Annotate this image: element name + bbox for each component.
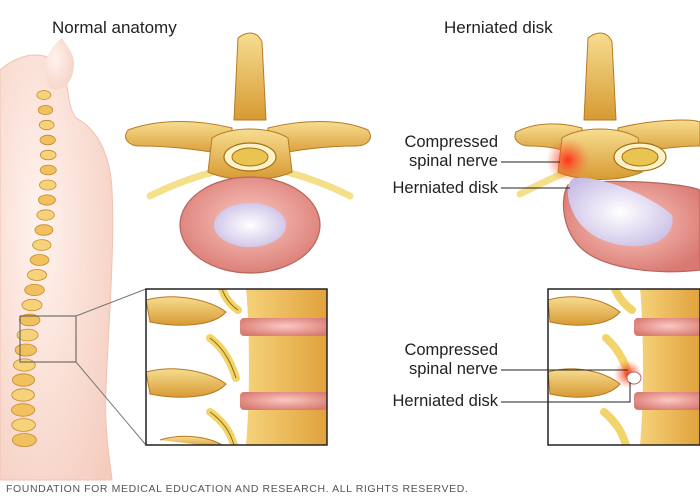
vertebra <box>11 388 35 402</box>
vertebra <box>26 269 48 281</box>
vertebra <box>38 194 56 206</box>
vertebra <box>39 179 57 191</box>
body-figure <box>0 38 147 481</box>
transverse-process-right <box>267 121 371 157</box>
vertebra <box>11 373 36 387</box>
spine-column <box>11 90 57 447</box>
title-herniated-disk: Herniated disk <box>444 18 553 37</box>
vertebra <box>39 149 57 161</box>
copyright-credit: FOUNDATION FOR MEDICAL EDUCATION AND RES… <box>6 483 469 495</box>
transverse-process-left <box>125 121 233 157</box>
normal-vertebra-top-view <box>125 32 371 274</box>
vertebra <box>38 119 55 131</box>
torso-silhouette <box>0 54 114 481</box>
vertebra <box>16 328 39 342</box>
disk-nucleus <box>214 203 286 247</box>
zoom-guide-bottom <box>75 361 147 446</box>
vertebra <box>32 239 52 251</box>
vertebra <box>36 209 55 221</box>
herniated-side-view-inset <box>547 288 700 446</box>
leader-lines <box>501 161 631 403</box>
spinal-cord-2 <box>621 147 659 167</box>
label-line-1: Compressed <box>404 133 498 151</box>
vertebra <box>29 254 50 266</box>
vertebra <box>14 343 37 357</box>
label-line-1: Compressed <box>404 341 498 359</box>
label-compressed-spinal-nerve-bottom: Compressed spinal nerve <box>370 341 498 379</box>
vertebra <box>37 105 54 116</box>
zoom-region-box <box>19 315 77 363</box>
herniated-vertebra-top-view <box>514 32 700 273</box>
spinous-process <box>233 32 267 121</box>
zoom-guide-top <box>75 288 147 317</box>
label-line-2: spinal nerve <box>409 152 498 170</box>
inset-frame-normal <box>145 288 328 446</box>
label-line-2: spinal nerve <box>409 360 498 378</box>
spinal-cord <box>231 147 269 167</box>
normal-side-view-inset <box>145 288 328 446</box>
vertebra <box>39 164 57 176</box>
vertebra <box>36 90 52 100</box>
label-compressed-spinal-nerve-top: Compressed spinal nerve <box>370 133 498 171</box>
leader-bottom-disk <box>501 382 631 403</box>
label-herniated-disk-top: Herniated disk <box>392 179 498 197</box>
vertebra <box>24 283 45 296</box>
title-normal-anatomy: Normal anatomy <box>52 18 177 37</box>
vertebra <box>13 358 36 372</box>
inflammation-glow <box>546 138 590 182</box>
vertebra <box>39 134 56 146</box>
vertebra <box>19 313 41 327</box>
vertebra <box>21 298 43 312</box>
vertebra <box>11 418 36 432</box>
disk-nucleus-herniated <box>567 177 673 247</box>
vertebra <box>11 433 37 447</box>
spinous-process-2 <box>583 32 617 121</box>
label-herniated-disk-bottom: Herniated disk <box>392 392 498 410</box>
vertebra <box>11 403 36 417</box>
inset-frame-herniated <box>547 288 700 446</box>
head-silhouette <box>45 38 75 90</box>
vertebra <box>34 224 54 236</box>
